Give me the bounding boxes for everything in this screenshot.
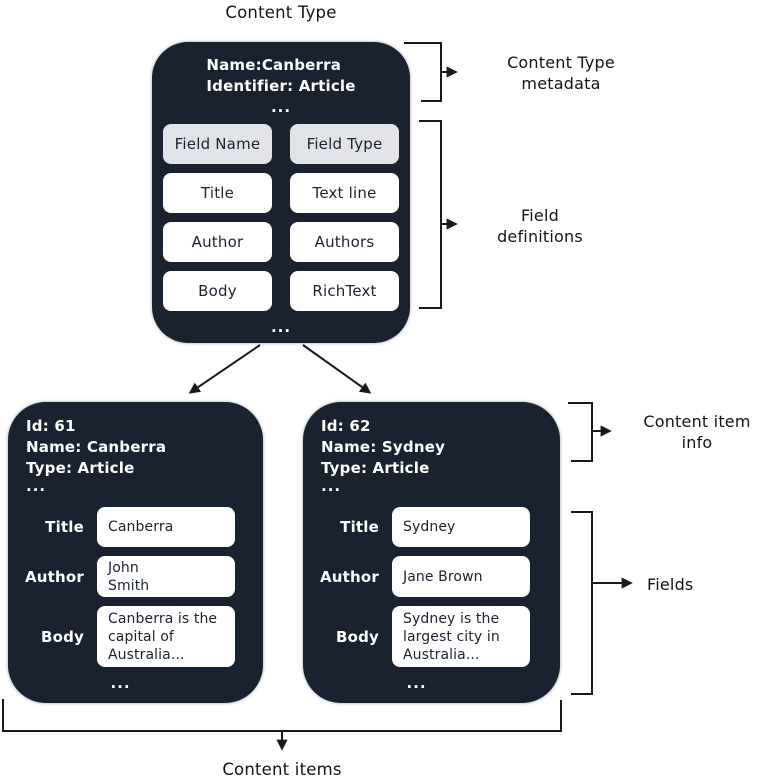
field-value-box: Sydney is the largest city in Australia.…	[392, 606, 530, 667]
field-type-body: RichText	[290, 271, 399, 311]
fields-ellipsis: ...	[270, 318, 292, 336]
item-info-block: Id: 61 Name: Canberra Type: Article ...	[8, 416, 263, 495]
field-name-title: Title	[163, 173, 272, 213]
arrow-to-item-62	[302, 344, 372, 394]
field-value-box: Canberra is the capital of Australia...	[97, 606, 235, 667]
item-info-ellipsis: ...	[321, 477, 342, 495]
field-value-box: John Smith	[97, 556, 235, 597]
content-item-box-61: Id: 61 Name: Canberra Type: Article ... …	[8, 402, 263, 703]
content-type-identifier: Identifier: Article	[206, 77, 356, 95]
content-type-name: Name:Canberra	[206, 56, 342, 74]
field-row-title: Title Canberra	[8, 507, 263, 547]
field-row-body: Body Canberra is the capital of Australi…	[8, 606, 263, 667]
item-fields-ellipsis: ...	[110, 674, 131, 692]
field-name-author: Author	[163, 222, 272, 262]
content-type-metadata-block: Name:Canberra Identifier: Article	[152, 55, 410, 97]
field-type-title: Text line	[290, 173, 399, 213]
field-value-box: Canberra	[97, 507, 235, 547]
item-id: Id: 61	[26, 417, 76, 435]
item-type: Type: Article	[26, 459, 135, 477]
field-definitions-label: Field definitions	[497, 206, 583, 246]
field-row-title: Title Sydney	[303, 507, 560, 547]
item-info-ellipsis: ...	[26, 477, 47, 495]
item-fields: Title Canberra Author John Smith Body Ca…	[8, 507, 263, 667]
field-label: Body	[40, 627, 84, 646]
field-type-author: Authors	[290, 222, 399, 262]
field-type-column-header: Field Type	[290, 124, 399, 164]
field-name-body: Body	[163, 271, 272, 311]
content-type-box: Name:Canberra Identifier: Article ... Fi…	[152, 42, 410, 343]
item-info-bracket	[568, 402, 593, 462]
field-row-author: Author Jane Brown	[303, 556, 560, 597]
field-row-body: Body Sydney is the largest city in Austr…	[303, 606, 560, 667]
fields-bracket	[571, 511, 593, 695]
field-row-author: Author John Smith	[8, 556, 263, 597]
item-id: Id: 62	[321, 417, 371, 435]
content-item-info-label: Content item info	[643, 412, 751, 452]
item-info-block: Id: 62 Name: Sydney Type: Article ...	[303, 416, 560, 495]
fields-label: Fields	[647, 575, 694, 594]
field-name-column-header: Field Name	[163, 124, 272, 164]
field-definitions-bracket	[419, 120, 442, 309]
field-label: Title	[45, 518, 84, 536]
item-fields-ellipsis: ...	[406, 674, 427, 692]
content-type-metadata-label: Content Type metadata	[507, 53, 615, 93]
field-label: Author	[319, 567, 379, 586]
content-item-box-62: Id: 62 Name: Sydney Type: Article ... Ti…	[303, 402, 560, 703]
field-label: Body	[335, 627, 379, 646]
arrow-to-item-61	[188, 344, 261, 394]
diagram-title: Content Type	[225, 3, 337, 22]
item-type: Type: Article	[321, 459, 430, 477]
content-items-label: Content items	[222, 760, 342, 779]
field-value-box: Sydney	[392, 507, 530, 547]
item-name: Name: Sydney	[321, 438, 446, 456]
field-definitions-grid: Field Name Field Type Title Text line Au…	[163, 124, 399, 311]
item-name: Name: Canberra	[26, 438, 167, 456]
metadata-ellipsis: ...	[270, 98, 292, 116]
field-value-box: Jane Brown	[392, 556, 530, 597]
field-label: Author	[24, 567, 84, 586]
item-fields: Title Sydney Author Jane Brown Body Sydn…	[303, 507, 560, 667]
field-label: Title	[340, 518, 379, 536]
content-items-bracket	[2, 699, 562, 732]
